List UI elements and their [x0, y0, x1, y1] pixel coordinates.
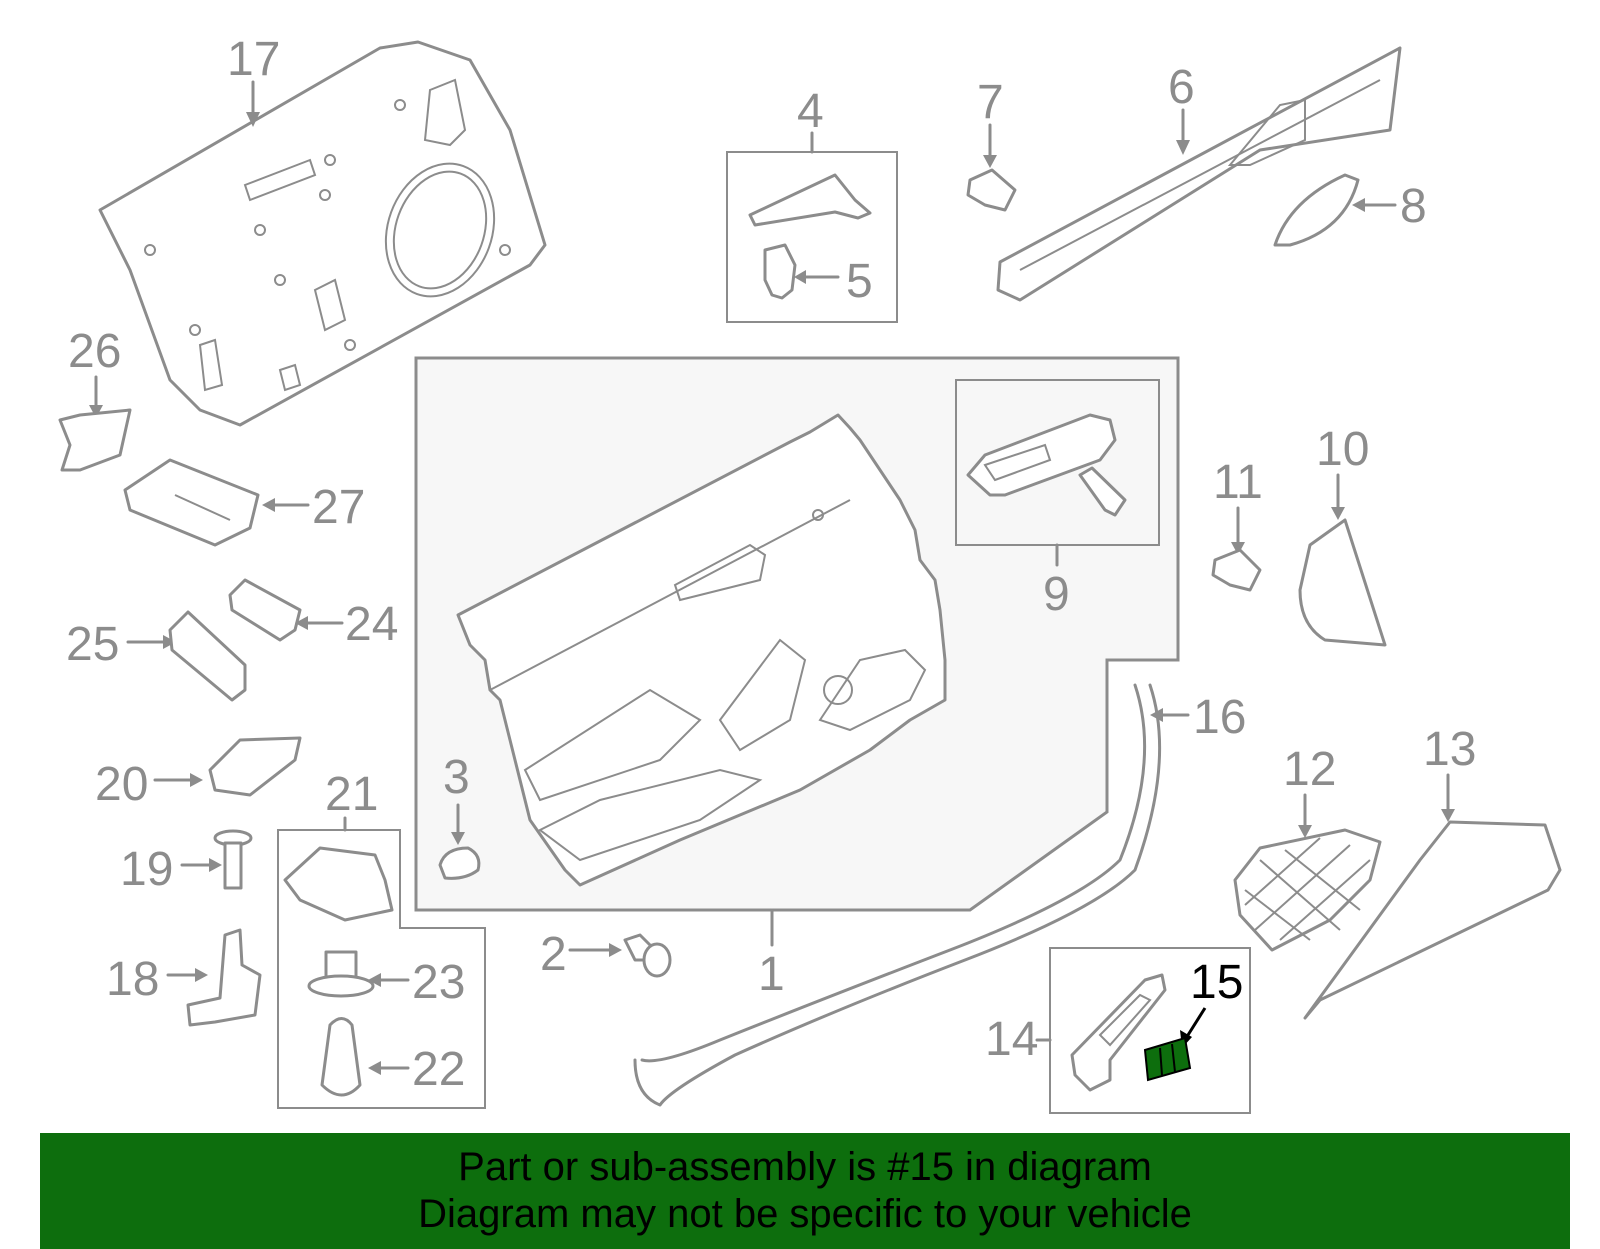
- callout-25: 25: [66, 618, 119, 671]
- part-8-cover[interactable]: [1273, 173, 1360, 247]
- part-24-switch[interactable]: [228, 578, 302, 642]
- callout-14: 14: [985, 1013, 1038, 1066]
- part-15-window-switch-highlighted[interactable]: [1143, 1036, 1192, 1082]
- callout-10: 10: [1316, 423, 1369, 476]
- callout-26: 26: [68, 325, 121, 378]
- callout-5: 5: [846, 255, 873, 308]
- part-27-module[interactable]: [123, 458, 260, 547]
- callout-9: 9: [1043, 568, 1070, 621]
- callout-3: 3: [443, 751, 470, 804]
- callout-20: 20: [95, 758, 148, 811]
- part-18-latch[interactable]: [186, 928, 262, 1027]
- part-19-pin[interactable]: [213, 829, 253, 890]
- callout-21: 21: [325, 768, 378, 821]
- part-10-trim-cap[interactable]: [1298, 518, 1387, 647]
- part-20-clip[interactable]: [208, 736, 302, 797]
- part-21-kit-box: [277, 829, 486, 1109]
- callout-24: 24: [345, 598, 398, 651]
- part-16-weatherstrip[interactable]: [633, 683, 1162, 1107]
- part-21-housing[interactable]: [283, 846, 394, 922]
- callout-1: 1: [758, 948, 785, 1001]
- callout-8: 8: [1400, 180, 1427, 233]
- part-12-speaker-grille[interactable]: [1233, 828, 1382, 952]
- part-3-plug[interactable]: [438, 846, 481, 880]
- part-25-button[interactable]: [168, 610, 247, 702]
- part-6-pull-handle[interactable]: [996, 46, 1402, 302]
- callout-13: 13: [1423, 723, 1476, 776]
- notice-banner: Part or sub-assembly is #15 in diagram D…: [40, 1133, 1570, 1249]
- part-1-door-trim-panel[interactable]: [456, 413, 947, 887]
- callout-17: 17: [227, 33, 280, 86]
- callout-22: 22: [412, 1043, 465, 1096]
- callout-7: 7: [977, 76, 1004, 129]
- part-23-bulb-socket[interactable]: [307, 950, 375, 998]
- callout-6: 6: [1168, 61, 1195, 114]
- callout-27: 27: [312, 481, 365, 534]
- part-22-bulb[interactable]: [320, 1017, 362, 1097]
- part-13-trim-cover[interactable]: [1303, 820, 1562, 1020]
- part-7-clip[interactable]: [966, 168, 1017, 212]
- banner-line-1: Part or sub-assembly is #15 in diagram: [458, 1145, 1152, 1189]
- part-5-clip[interactable]: [763, 243, 797, 300]
- part-11-clip[interactable]: [1211, 548, 1262, 592]
- callout-12: 12: [1283, 743, 1336, 796]
- part-4-trim-piece[interactable]: [748, 173, 872, 227]
- part-2-screw[interactable]: [623, 933, 672, 978]
- part-14-switch-panel[interactable]: [1070, 973, 1167, 1092]
- callout-16: 16: [1193, 691, 1246, 744]
- callout-23: 23: [412, 956, 465, 1009]
- callout-15: 15: [1190, 956, 1243, 1009]
- callout-18: 18: [106, 953, 159, 1006]
- part-9-screw[interactable]: [1078, 466, 1127, 517]
- part-9-handle[interactable]: [966, 413, 1117, 497]
- callout-11: 11: [1213, 456, 1263, 509]
- part-14-kit-box: [1049, 947, 1251, 1114]
- banner-line-2: Diagram may not be specific to your vehi…: [418, 1192, 1192, 1236]
- callout-4: 4: [797, 85, 824, 138]
- callout-19: 19: [120, 843, 173, 896]
- part-17-door-inner-panel[interactable]: [98, 40, 547, 427]
- callout-2: 2: [540, 928, 567, 981]
- part-26-bracket[interactable]: [58, 408, 132, 472]
